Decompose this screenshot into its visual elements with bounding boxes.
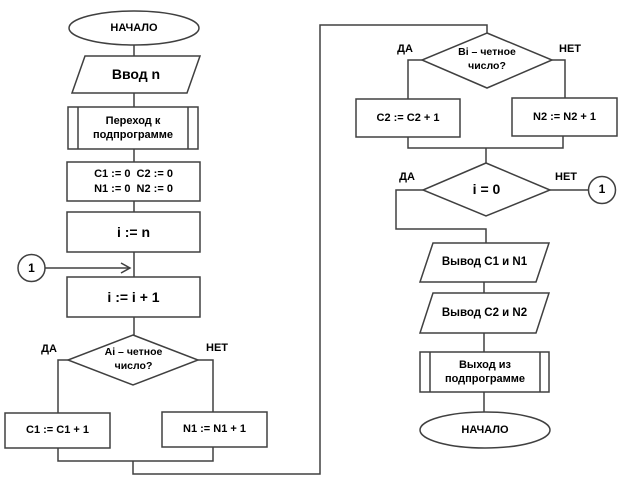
node-shapes — [4, 10, 618, 449]
set-i-label: i := n — [116, 223, 151, 240]
output2-parallelogram-shape — [418, 292, 551, 334]
decision-a-label: Ai – четное число? — [104, 346, 163, 372]
decision-i-no-label: НЕТ — [555, 170, 577, 183]
decision-b-label: Bi – четное число? — [458, 46, 516, 72]
init-rect-shape — [66, 161, 201, 202]
call-subroutine-label: Переход к подпрограмме — [92, 114, 174, 141]
inc-c1-label: C1 := C1 + 1 — [26, 424, 89, 437]
input-n-label: Ввод n — [111, 66, 161, 83]
decision-i-yes-label: ДА — [399, 170, 415, 183]
connector-left-label: 1 — [28, 260, 35, 275]
end-terminator-shape — [419, 411, 551, 449]
increment-rect-shape — [66, 276, 201, 318]
output-c2n2-label: Вывод C2 и N2 — [441, 306, 528, 319]
output-c1n1-label: Вывод C1 и N1 — [441, 256, 528, 269]
init-label: C1 := 0 C2 := 0 N1 := 0 N2 := 0 — [94, 168, 173, 195]
start-terminator-label: НАЧАЛО — [110, 21, 158, 34]
inc-c2-label: C2 := C2 + 1 — [376, 111, 440, 124]
end-terminator-label: НАЧАЛО — [461, 424, 509, 437]
decision-b-diamond-shape — [420, 32, 554, 89]
call-subroutine-side-bars — [77, 107, 189, 149]
decision-a-diamond-shape — [65, 334, 201, 386]
arrowhead-icon — [120, 262, 132, 274]
inc-c2-rect-shape — [355, 98, 461, 138]
connector-left-circle-shape — [17, 253, 46, 283]
connector-lines — [45, 24, 588, 475]
decision-i-label: i = 0 — [472, 181, 501, 198]
decision-i-diamond-shape — [421, 162, 552, 217]
call-subroutine-shape — [67, 106, 199, 150]
edge-merge-c2n2 — [407, 136, 564, 149]
inc-n2-label: N2 := N2 + 1 — [533, 110, 596, 123]
edge-merge-c1n1 — [57, 447, 214, 462]
decision-a-no-label: НЕТ — [206, 341, 228, 354]
set-i-rect-shape — [66, 211, 201, 253]
exit-subroutine-side-bars — [429, 352, 541, 392]
decision-b-no-label: НЕТ — [559, 42, 581, 55]
edge-decisionB-yes — [407, 59, 422, 99]
input-n-parallelogram-shape — [70, 55, 202, 94]
edge-decisionA-no — [198, 359, 214, 412]
output1-parallelogram-shape — [418, 242, 551, 283]
connector-right-circle-shape — [587, 175, 617, 205]
decision-a-yes-label: ДА — [41, 342, 57, 355]
increment-label: i := i + 1 — [107, 288, 160, 305]
edge-decisionB-no — [552, 59, 566, 98]
inc-n2-rect-shape — [511, 97, 618, 137]
exit-subroutine-shape — [419, 351, 550, 393]
start-terminator-shape — [68, 10, 200, 46]
inc-c1-rect-shape — [4, 412, 111, 449]
inc-n1-label: N1 := N1 + 1 — [183, 423, 246, 436]
exit-subroutine-label: Выход из подпрограмме — [444, 358, 526, 385]
inc-n1-rect-shape — [161, 411, 268, 448]
connector-right-label: 1 — [598, 182, 606, 197]
edge-decisionA-yes — [57, 359, 68, 413]
decision-b-yes-label: ДА — [397, 42, 413, 55]
edge-decisionI-yes — [395, 189, 487, 243]
edge-to-decisionB — [132, 24, 488, 475]
